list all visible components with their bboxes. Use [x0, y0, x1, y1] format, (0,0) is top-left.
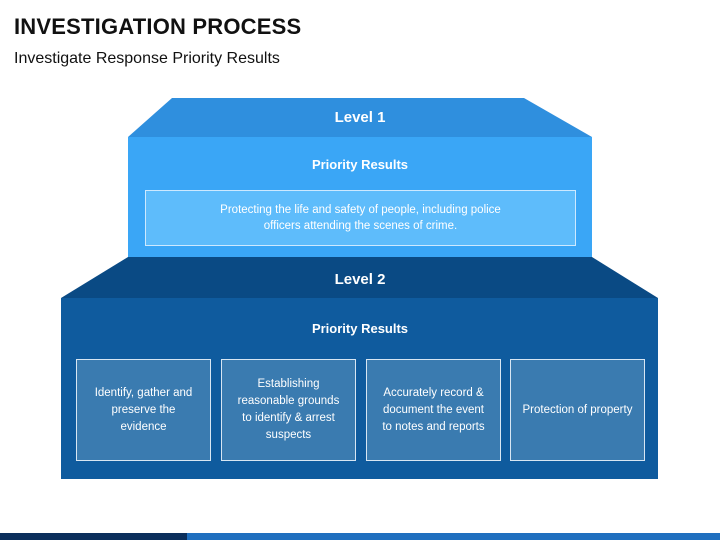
slide-subtitle: Investigate Response Priority Results: [14, 50, 280, 67]
level1-text-box: Protecting the life and safety of people…: [145, 190, 576, 246]
level1-heading: Priority Results: [311, 157, 409, 172]
card-text: Establishing reasonable grounds to ident…: [237, 378, 340, 441]
level1-top-face: [128, 98, 592, 137]
level2-top-face: [61, 257, 658, 298]
level2-card-evidence: Identify, gather and preserve the eviden…: [76, 359, 211, 461]
slide-title: INVESTIGATION PROCESS: [14, 14, 302, 39]
level2-card-record: Accurately record & document the event t…: [366, 359, 501, 461]
level2-heading: Priority Results: [311, 321, 409, 336]
card-text: Protection of property: [522, 403, 633, 416]
level2-label: Level 2: [334, 271, 386, 288]
level1-label: Level 1: [334, 109, 386, 126]
card-text: Identify, gather and preserve the eviden…: [94, 386, 193, 433]
level2-card-suspects: Establishing reasonable grounds to ident…: [221, 359, 356, 461]
level2-card-property: Protection of property: [510, 359, 645, 461]
footer-strip: [0, 533, 720, 540]
card-text: Accurately record & document the event t…: [382, 386, 485, 433]
level1-text: Protecting the life and safety of people…: [220, 204, 501, 232]
